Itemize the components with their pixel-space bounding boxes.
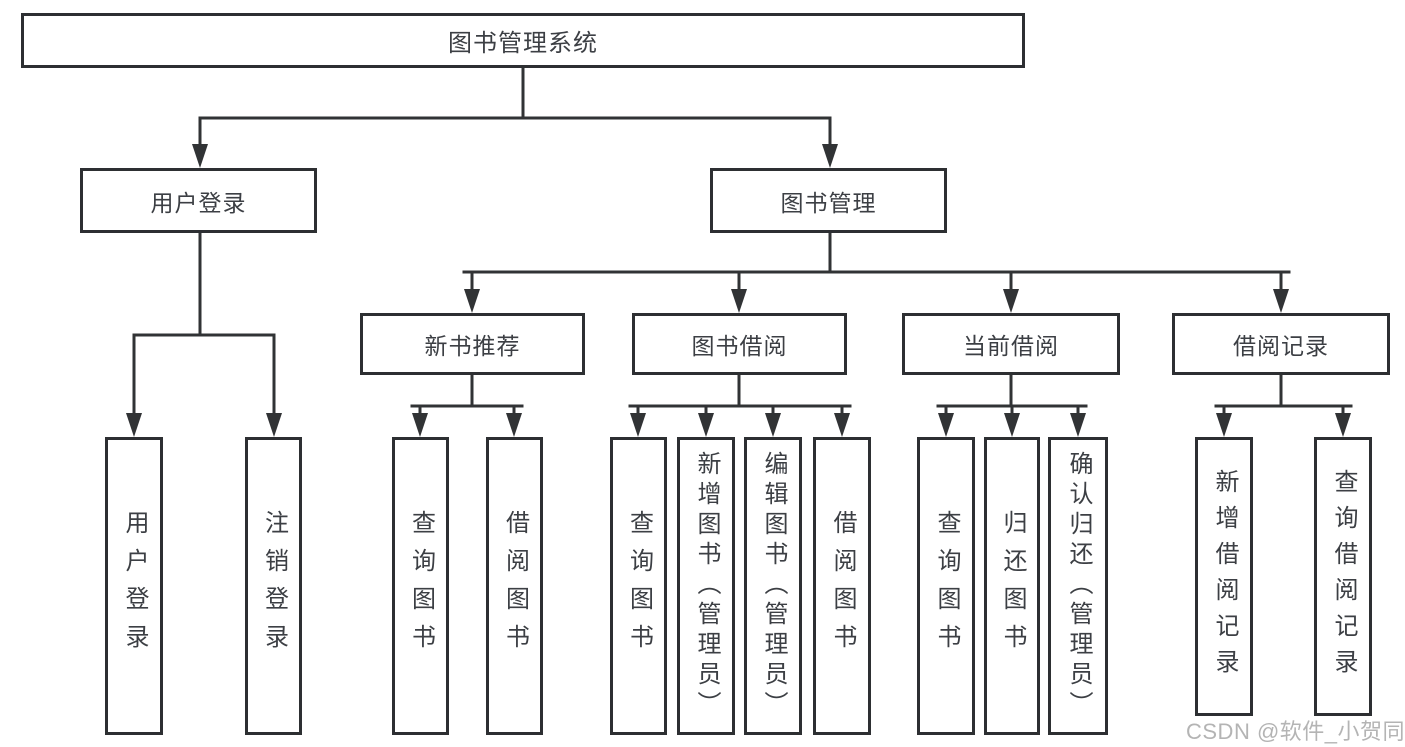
arrowhead-g3b <box>698 413 714 437</box>
node-book-borrow: 图书借阅 <box>632 313 847 375</box>
leaf-query-books-borrow: 查询图书 <box>610 437 667 735</box>
leaf-user-login: 用户登录 <box>105 437 163 735</box>
leaf-confirm-return-admin: 确认归还（管理员） <box>1048 437 1108 735</box>
arrowhead-g5b <box>1335 413 1351 437</box>
csdn-watermark: CSDN @软件_小贺同学 <box>1186 719 1405 744</box>
arrowhead-g3a <box>630 413 646 437</box>
leaf-edit-books-admin: 编辑图书（管理员） <box>744 437 802 735</box>
arrowhead-g4b <box>1004 413 1020 437</box>
node-book-management: 图书管理 <box>710 168 947 233</box>
arrowhead-leaf-login <box>126 413 142 437</box>
node-current-borrow: 当前借阅 <box>902 313 1120 375</box>
arrowhead-user-login <box>192 144 208 168</box>
node-new-book-recommend: 新书推荐 <box>360 313 585 375</box>
node-borrow-records: 借阅记录 <box>1172 313 1390 375</box>
arrowhead-g3d <box>834 413 850 437</box>
leaf-query-books-current: 查询图书 <box>917 437 975 735</box>
arrowhead-current <box>1003 289 1019 313</box>
node-user-login: 用户登录 <box>80 168 317 233</box>
arrowhead-records <box>1273 289 1289 313</box>
arrowhead-g5a <box>1216 413 1232 437</box>
arrowhead-g4a <box>938 413 954 437</box>
arrowhead-g3c <box>765 413 781 437</box>
node-library-system-root: 图书管理系统 <box>21 13 1025 68</box>
leaf-add-borrow-record: 新增借阅记录 <box>1195 437 1253 716</box>
arrowhead-g4c <box>1070 413 1086 437</box>
leaf-borrow-books-recommend: 借阅图书 <box>486 437 543 735</box>
arrowhead-g2a <box>412 413 428 437</box>
arrowhead-g2b <box>506 413 522 437</box>
leaf-borrow-books: 借阅图书 <box>813 437 871 735</box>
leaf-add-books-admin: 新增图书（管理员） <box>677 437 735 735</box>
leaf-return-books: 归还图书 <box>984 437 1040 735</box>
arrowhead-borrow <box>731 289 747 313</box>
leaf-logout: 注销登录 <box>245 437 302 735</box>
leaf-query-books-recommend: 查询图书 <box>392 437 449 735</box>
arrowhead-recommend <box>464 289 480 313</box>
arrowhead-book-mgmt <box>822 144 838 168</box>
leaf-query-borrow-record: 查询借阅记录 <box>1314 437 1372 716</box>
arrowhead-leaf-logout <box>266 413 282 437</box>
